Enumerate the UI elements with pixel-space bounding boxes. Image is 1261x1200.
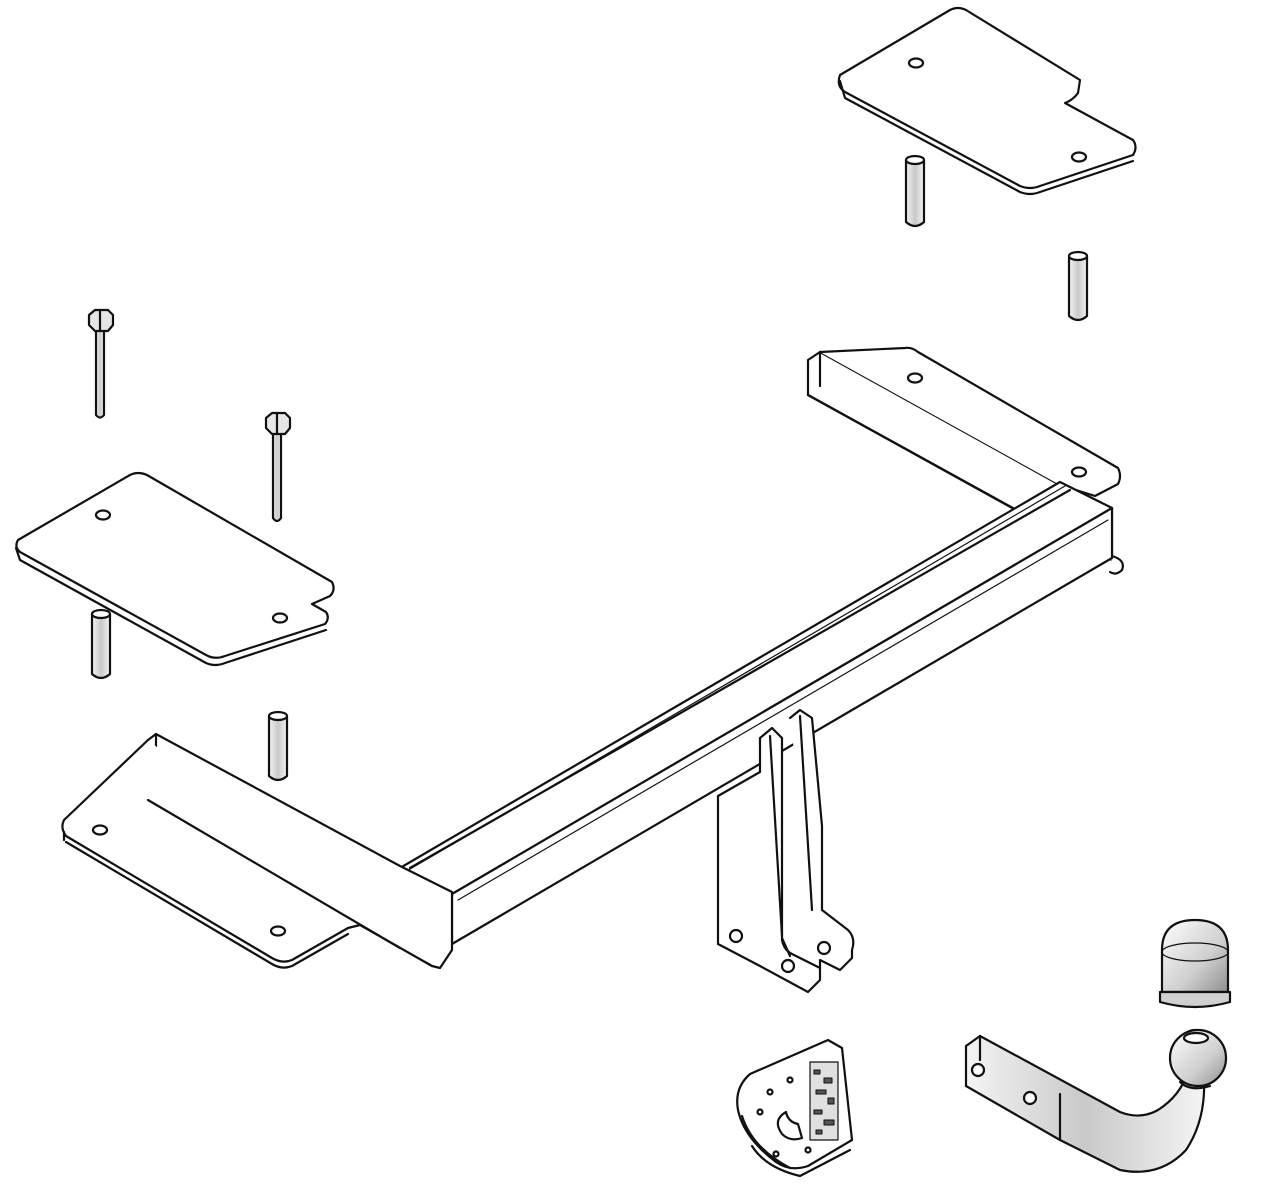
bolt-hole [271, 927, 285, 936]
socket-mounting-plate [737, 1040, 852, 1176]
spacer-sleeve-top-2 [1069, 252, 1087, 320]
bolt-hole [782, 960, 794, 972]
bolt-hole [909, 59, 923, 68]
bolt-hole [96, 511, 110, 520]
tow-ball-cover [1160, 920, 1230, 1007]
bracket-plate-top-right [839, 8, 1136, 194]
bolt-hole [273, 614, 287, 623]
bolt-hole [818, 942, 830, 954]
spacer-sleeve-top-1 [906, 156, 924, 226]
spacer-sleeve-left-2 [269, 712, 287, 780]
locking-pin-hole [972, 1064, 984, 1076]
bracket-plate-left [16, 473, 334, 665]
bolt-hole [93, 826, 107, 835]
locking-pin-hole [1024, 1092, 1036, 1104]
bolt-hole [1072, 468, 1086, 477]
tow-bar-crossbeam [62, 348, 1122, 992]
bolt-hole [730, 930, 742, 942]
bolt-left-1 [89, 310, 113, 418]
bolt-left-2 [266, 413, 290, 521]
spacer-sleeve-left-1 [92, 610, 110, 678]
bolt-hole [1072, 153, 1086, 162]
bolt-hole [908, 374, 922, 383]
tow-ball-neck [966, 1030, 1226, 1172]
